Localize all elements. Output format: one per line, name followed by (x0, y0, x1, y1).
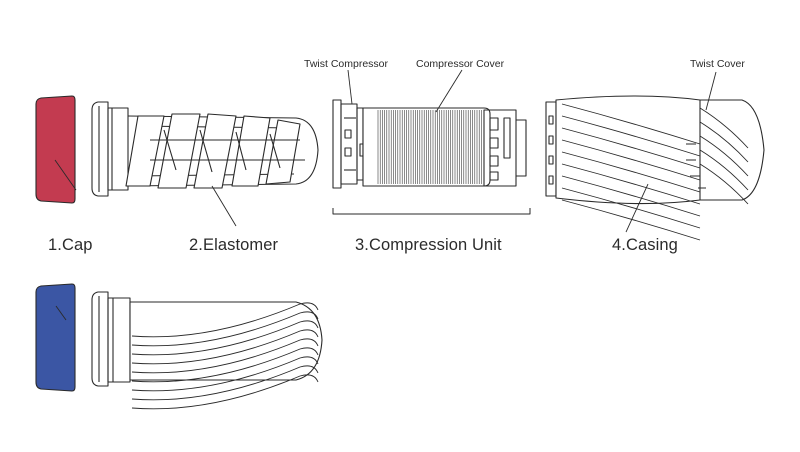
label-compression-unit: 3.Compression Unit (355, 236, 502, 254)
blue-cap (35, 283, 76, 392)
elastomer-spiral (91, 101, 319, 227)
casing (545, 71, 765, 241)
label-casing: 4.Casing (612, 236, 678, 254)
callout-twist-compressor: Twist Compressor (304, 58, 389, 70)
compression-unit (332, 69, 527, 189)
label-cap: 1.Cap (48, 236, 93, 254)
red-cap (35, 95, 77, 204)
label-elastomer: 2.Elastomer (189, 236, 279, 254)
callout-compressor-cover: Compressor Cover (416, 58, 505, 70)
callout-twist-cover: Twist Cover (690, 58, 745, 70)
elastomer-twisted (91, 291, 323, 410)
compression-bracket (332, 208, 531, 215)
